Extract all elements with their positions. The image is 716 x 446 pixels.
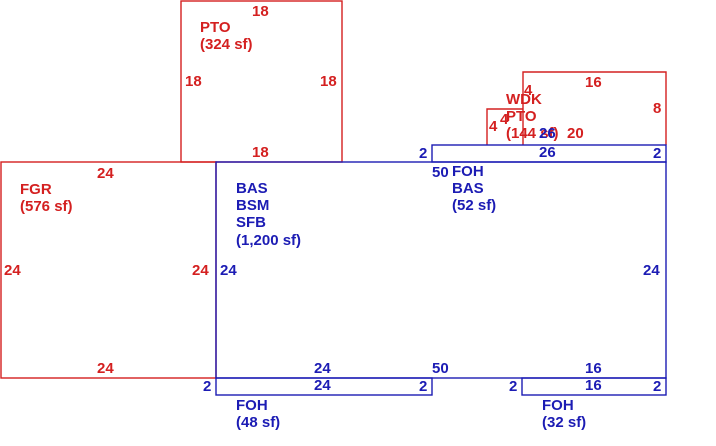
bas-main-outline xyxy=(215,161,667,379)
pto-top-label-name: PTO xyxy=(200,19,231,36)
wdk-label-area: (144 sf) xyxy=(506,125,559,142)
foh-bas-label-bas: BAS xyxy=(452,180,484,197)
foh-bas-dim-top: 26 xyxy=(539,144,556,161)
fgr-dim-left: 24 xyxy=(4,262,21,279)
pto-top-dim-left: 18 xyxy=(185,73,202,90)
foh-right-dim-right: 2 xyxy=(653,378,661,395)
bas-dim-bottom-c: 16 xyxy=(585,360,602,377)
wdk-label-name: WDK xyxy=(506,91,542,108)
foh-bas-dim-right: 2 xyxy=(653,145,661,162)
foh-left-label-area: (48 sf) xyxy=(236,414,280,431)
foh-bas-dim-left: 2 xyxy=(419,145,427,162)
pto-top-dim-top: 18 xyxy=(252,3,269,20)
foh-right-label-area: (32 sf) xyxy=(542,414,586,431)
fgr-label-name: FGR xyxy=(20,181,52,198)
fgr-dim-bottom: 24 xyxy=(97,360,114,377)
wdk-dim-mid: 20 xyxy=(567,125,584,142)
wdk-dim-small-top: 4 xyxy=(524,82,533,99)
foh-left-outline xyxy=(215,377,433,396)
wdk-dim-top: 16 xyxy=(585,74,602,91)
pto-small-dim-left: 4 xyxy=(489,118,498,135)
bas-label-bas: BAS xyxy=(236,180,268,197)
fgr-dim-right: 24 xyxy=(192,262,209,279)
bas-dim-bottom-b: 50 xyxy=(432,360,449,377)
wdk-dim-inner-mid: 26 xyxy=(539,125,556,142)
pto-top-dim-bottom: 18 xyxy=(252,144,269,161)
wdk-pto-outline xyxy=(486,71,667,145)
wdk-label-pto: PTO xyxy=(506,108,537,125)
fgr-label-area: (576 sf) xyxy=(20,198,73,215)
foh-left-dim-left: 2 xyxy=(203,378,211,395)
bas-label-bsm: BSM xyxy=(236,197,269,214)
foh-left-dim-right: 2 xyxy=(419,378,427,395)
bas-dim-right: 24 xyxy=(643,262,660,279)
bas-label-area: (1,200 sf) xyxy=(236,232,301,249)
bas-dim-bottom-a: 24 xyxy=(314,360,331,377)
pto-small-dim-inner: 4 xyxy=(500,111,509,128)
foh-right-label-name: FOH xyxy=(542,397,574,414)
pto-top-label-area: (324 sf) xyxy=(200,36,253,53)
foh-bas-dim-long: 50 xyxy=(432,164,449,181)
foh-right-outline xyxy=(521,377,667,396)
bas-label-sfb: SFB xyxy=(236,214,266,231)
foh-right-dim-left: 2 xyxy=(509,378,517,395)
foh-left-dim-top: 24 xyxy=(314,377,331,394)
fgr-dim-top: 24 xyxy=(97,165,114,182)
foh-bas-label-area: (52 sf) xyxy=(452,197,496,214)
foh-bas-label-foh: FOH xyxy=(452,163,484,180)
foh-left-label-name: FOH xyxy=(236,397,268,414)
foh-bas-outline xyxy=(431,144,667,163)
foh-right-dim-top: 16 xyxy=(585,377,602,394)
bas-dim-left: 24 xyxy=(220,262,237,279)
wdk-dim-right: 8 xyxy=(653,100,661,117)
pto-top-dim-right: 18 xyxy=(320,73,337,90)
